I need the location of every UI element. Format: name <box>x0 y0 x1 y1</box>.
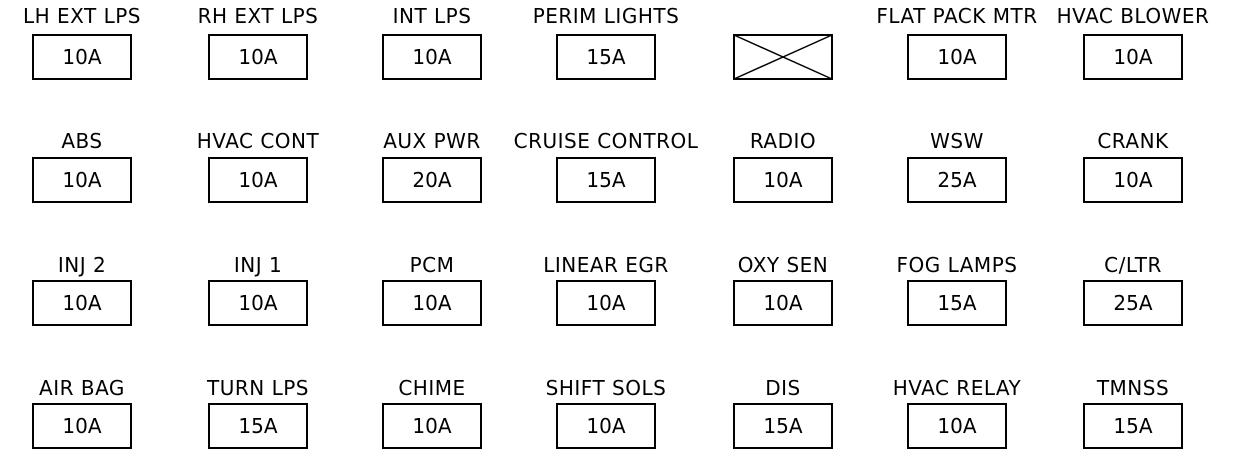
fuse-label-r4-c6: HVAC RELAY <box>892 376 1022 400</box>
fuse-label-r4-c7: TMNSS <box>1096 376 1170 400</box>
fuse-label-r1-c4: PERIM LIGHTS <box>532 4 680 28</box>
fuse-label-r3-c5: OXY SEN <box>737 253 829 277</box>
fuse-rating-r3-c4: 10A <box>556 280 656 326</box>
fuse-rating-r4-c2: 15A <box>208 403 308 449</box>
fuse-label-r2-c3: AUX PWR <box>383 129 481 153</box>
fuse-label-r1-c1: LH EXT LPS <box>23 4 141 28</box>
fuse-label-r4-c1: AIR BAG <box>39 376 125 400</box>
fuse-rating-r2-c7: 10A <box>1083 157 1183 203</box>
fuse-label-r4-c4: SHIFT SOLS <box>545 376 667 400</box>
fuse-label-r2-c6: WSW <box>930 129 984 153</box>
fuse-label-r1-c6: FLAT PACK MTR <box>876 4 1038 28</box>
fuse-rating-r4-c3: 10A <box>382 403 482 449</box>
fuse-rating-r3-c1: 10A <box>32 280 132 326</box>
fuse-label-r1-c7: HVAC BLOWER <box>1056 4 1210 28</box>
fuse-label-r4-c5: DIS <box>765 376 801 400</box>
fuse-rating-r4-c4: 10A <box>556 403 656 449</box>
fuse-label-r2-c7: CRANK <box>1097 129 1169 153</box>
fuse-rating-r1-c4: 15A <box>556 34 656 80</box>
fuse-rating-r1-c3: 10A <box>382 34 482 80</box>
fuse-rating-r1-c6: 10A <box>907 34 1007 80</box>
empty-slot-cross-icon <box>733 34 833 80</box>
fuse-rating-r2-c4: 15A <box>556 157 656 203</box>
fuse-rating-r1-c1: 10A <box>32 34 132 80</box>
fuse-label-r4-c3: CHIME <box>398 376 466 400</box>
fuse-rating-r3-c6: 15A <box>907 280 1007 326</box>
fuse-rating-r2-c6: 25A <box>907 157 1007 203</box>
fuse-label-r2-c1: ABS <box>61 129 103 153</box>
fuse-rating-r2-c3: 20A <box>382 157 482 203</box>
fuse-rating-r4-c1: 10A <box>32 403 132 449</box>
fuse-rating-r3-c3: 10A <box>382 280 482 326</box>
fuse-label-r4-c2: TURN LPS <box>207 376 309 400</box>
fuse-rating-r1-c7: 10A <box>1083 34 1183 80</box>
empty-fuse-slot-r1-c5 <box>733 34 833 80</box>
fuse-label-r1-c2: RH EXT LPS <box>197 4 319 28</box>
fuse-label-r3-c2: INJ 1 <box>233 253 283 277</box>
fuse-rating-r2-c5: 10A <box>733 157 833 203</box>
fuse-rating-r3-c5: 10A <box>733 280 833 326</box>
fuse-label-r2-c4: CRUISE CONTROL <box>513 129 699 153</box>
fuse-rating-r3-c2: 10A <box>208 280 308 326</box>
fuse-label-r3-c3: PCM <box>409 253 455 277</box>
fuse-label-r3-c1: INJ 2 <box>57 253 107 277</box>
fuse-label-r3-c4: LINEAR EGR <box>543 253 669 277</box>
fuse-rating-r3-c7: 25A <box>1083 280 1183 326</box>
fuse-label-r2-c5: RADIO <box>749 129 817 153</box>
fuse-rating-r2-c2: 10A <box>208 157 308 203</box>
fuse-rating-r4-c6: 10A <box>907 403 1007 449</box>
fuse-rating-r4-c7: 15A <box>1083 403 1183 449</box>
fuse-label-r3-c6: FOG LAMPS <box>896 253 1018 277</box>
fuse-label-r1-c3: INT LPS <box>392 4 472 28</box>
fuse-rating-r4-c5: 15A <box>733 403 833 449</box>
fuse-rating-r2-c1: 10A <box>32 157 132 203</box>
fuse-label-r3-c7: C/LTR <box>1104 253 1162 277</box>
fuse-rating-r1-c2: 10A <box>208 34 308 80</box>
fuse-label-r2-c2: HVAC CONT <box>196 129 320 153</box>
